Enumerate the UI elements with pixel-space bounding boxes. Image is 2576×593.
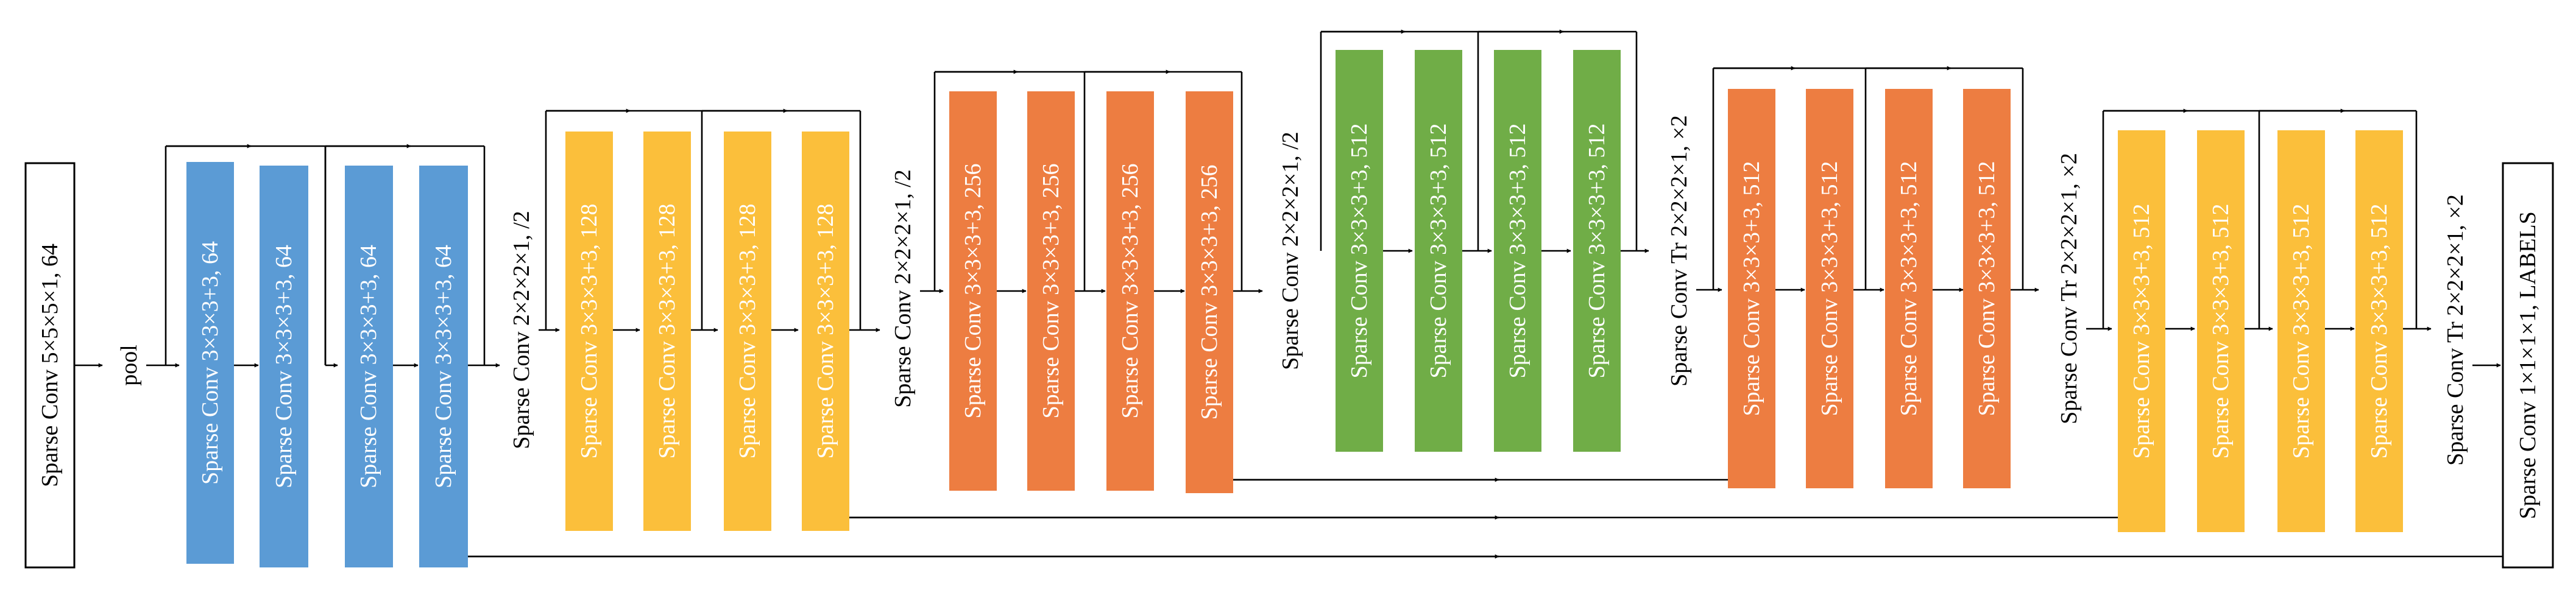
input-block-label: Sparse Conv 5×5×5×1, 64 (37, 244, 63, 487)
stage3-block-1-label: Sparse Conv 3×3×3+3, 256 (960, 164, 986, 419)
stage2-block-1-label: Sparse Conv 3×3×3+3, 128 (576, 204, 602, 459)
down2-label: Sparse Conv 2×2×2×1, /2 (890, 169, 916, 408)
stage3-block-4 (1186, 91, 1233, 493)
stage5-block-1 (1728, 89, 1775, 488)
stage5-block-1-label: Sparse Conv 3×3×3+3, 512 (1739, 161, 1764, 416)
stage1-block-3 (345, 166, 393, 567)
stage6-block-3-label: Sparse Conv 3×3×3+3, 512 (2288, 204, 2314, 459)
input-block-box (24, 162, 76, 569)
stage4-block-4 (1573, 50, 1621, 452)
stage6-block-2 (2197, 130, 2245, 532)
stage6-block-4-label: Sparse Conv 3×3×3+3, 512 (2366, 204, 2392, 459)
stage2-block-2-label: Sparse Conv 3×3×3+3, 128 (654, 204, 680, 459)
down3-label: Sparse Conv 2×2×2×1, /2 (1278, 132, 1303, 370)
stage4-block-1-label: Sparse Conv 3×3×3+3, 512 (1346, 124, 1372, 379)
stage5-block-3 (1885, 89, 1933, 488)
output-block-label: Sparse Conv 1×1×1×1, LABELS (2515, 211, 2541, 519)
stage3-block-1 (949, 91, 997, 491)
stage6-block-1-label: Sparse Conv 3×3×3+3, 512 (2129, 204, 2154, 459)
down1-label: Sparse Conv 2×2×2×1, /2 (509, 211, 534, 449)
stage1-block-2 (260, 166, 308, 567)
stage2-block-3 (724, 132, 771, 531)
stage5-block-3-label: Sparse Conv 3×3×3+3, 512 (1896, 161, 1922, 416)
stage4-block-2 (1415, 50, 1462, 452)
stage6-block-4 (2355, 130, 2403, 532)
stage5-block-2 (1806, 89, 1853, 488)
stage5-block-4-label: Sparse Conv 3×3×3+3, 512 (1974, 161, 2000, 416)
stage5-block-2-label: Sparse Conv 3×3×3+3, 512 (1817, 161, 1842, 416)
stage6-block-2-label: Sparse Conv 3×3×3+3, 512 (2208, 204, 2234, 459)
stage4-block-2-label: Sparse Conv 3×3×3+3, 512 (1426, 124, 1451, 379)
stage1-block-1 (186, 162, 234, 564)
stage1-block-3-label: Sparse Conv 3×3×3+3, 64 (356, 245, 381, 488)
stage5-block-4 (1963, 89, 2011, 488)
up1-label: Sparse Conv Tr 2×2×2×1, ×2 (1666, 115, 1692, 387)
stage3-block-3-label: Sparse Conv 3×3×3+3, 256 (1117, 164, 1143, 419)
output-block-box (2502, 162, 2554, 569)
stage4-block-3-label: Sparse Conv 3×3×3+3, 512 (1505, 124, 1530, 379)
stage3-block-2 (1027, 91, 1075, 491)
stage2-block-3-label: Sparse Conv 3×3×3+3, 128 (735, 204, 760, 459)
stage4-block-4-label: Sparse Conv 3×3×3+3, 512 (1584, 124, 1610, 379)
stage2-block-1 (565, 132, 613, 531)
stage2-block-4 (802, 132, 849, 531)
stage1-block-4 (419, 166, 468, 567)
up2-label: Sparse Conv Tr 2×2×2×1, ×2 (2056, 153, 2082, 424)
stage2-block-2 (643, 132, 691, 531)
stage3-block-3 (1106, 91, 1154, 491)
stage1-block-1-label: Sparse Conv 3×3×3+3, 64 (197, 241, 223, 485)
stage6-block-3 (2277, 130, 2325, 532)
stage1-block-2-label: Sparse Conv 3×3×3+3, 64 (271, 245, 297, 488)
stage2-block-4-label: Sparse Conv 3×3×3+3, 128 (813, 204, 838, 459)
stage6-block-1 (2118, 130, 2165, 532)
stage3-block-2-label: Sparse Conv 3×3×3+3, 256 (1038, 164, 1064, 419)
stage4-block-3 (1494, 50, 1541, 452)
stage1-block-4-label: Sparse Conv 3×3×3+3, 64 (431, 245, 456, 488)
stage4-block-1 (1336, 50, 1383, 452)
pool-label: pool (116, 345, 142, 386)
up3-label: Sparse Conv Tr 2×2×2×1, ×2 (2443, 194, 2468, 466)
stage3-block-4-label: Sparse Conv 3×3×3+3, 256 (1197, 165, 1222, 420)
